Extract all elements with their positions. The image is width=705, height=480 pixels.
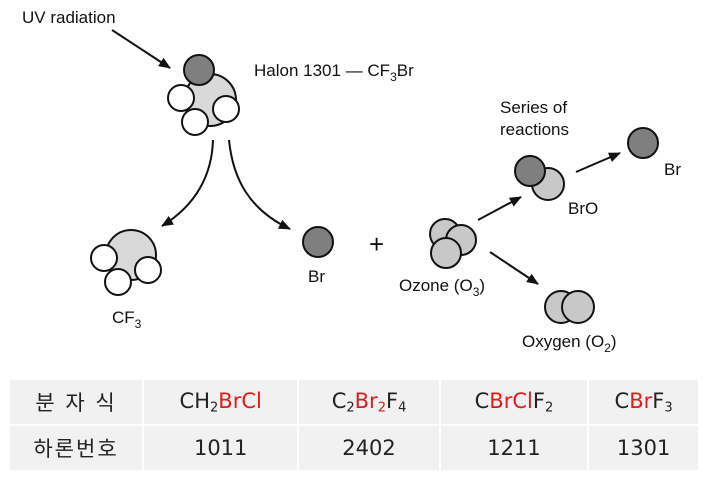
bromine-atom	[302, 226, 334, 258]
formula-part: F	[652, 388, 665, 413]
formula-part: Br	[354, 388, 378, 413]
formula-part: C	[474, 388, 490, 413]
halon-number-cell: 1211	[440, 426, 590, 472]
formula-part: BrCl	[489, 388, 533, 413]
arrow-to-br	[228, 139, 291, 230]
formula-part: C	[331, 388, 347, 413]
halon-number-cell: 1011	[144, 426, 300, 472]
halon-bromine-atom	[183, 54, 215, 86]
bromine-label-right: Br	[664, 160, 681, 179]
arrow-to-oxygen	[489, 251, 539, 285]
halon-number-cell: 2402	[299, 426, 441, 472]
uv-radiation-label: UV radiation	[22, 8, 116, 27]
ozone-depletion-diagram: UV radiation Halon 1301 — CF3Br CF3 Br +…	[22, 8, 681, 355]
bro-molecule	[514, 155, 565, 201]
series-label-line2: reactions	[500, 120, 569, 139]
formula-part: C	[614, 388, 630, 413]
formula-row-header: 분 자 식	[10, 380, 144, 426]
halon-fluorine-atom	[181, 108, 209, 136]
arrow-to-br-right	[575, 152, 621, 173]
bro-label: BrO	[568, 199, 598, 218]
cf3-label: CF3	[112, 308, 142, 331]
series-label-line1: Series of	[500, 98, 567, 117]
bromine-label: Br	[308, 267, 325, 286]
arrow-to-cf3	[161, 139, 214, 227]
formula-part: F	[385, 388, 399, 413]
cf3-fluorine-atom	[90, 244, 118, 272]
formula-subscript: 2	[210, 400, 219, 416]
formula-part: Br	[629, 388, 653, 413]
halon-table: 분 자 식 CH2BrCl C2Br2F4 CBrClF2 CBrF3 하론번호…	[10, 380, 700, 472]
cf3-fluorine-atom	[104, 268, 132, 296]
plus-sign: +	[369, 229, 384, 259]
cf3-fluorine-atom	[134, 256, 162, 284]
ozone-label: Ozone (O3)	[399, 276, 485, 299]
ozone-molecule	[429, 218, 477, 269]
oxygen-atom	[561, 290, 595, 324]
formula-part: F	[532, 388, 545, 413]
halon-number-row-header: 하론번호	[10, 426, 144, 472]
formula-row: 분 자 식 CH2BrCl C2Br2F4 CBrClF2 CBrF3	[10, 380, 700, 426]
arrow-to-bro	[477, 196, 522, 221]
formula-subscript: 2	[377, 400, 386, 416]
halon-number-cell: 1301	[589, 426, 700, 472]
ozone-oxygen-atom	[430, 237, 462, 269]
formula-subscript: 4	[398, 400, 407, 416]
formula-subscript: 2	[544, 400, 554, 416]
cf3-molecule	[90, 229, 162, 296]
halon-fluorine-atom	[167, 84, 195, 112]
bromine-atom-right	[627, 127, 659, 159]
formula-cell: CH2BrCl	[144, 380, 300, 426]
bro-bromine-atom	[514, 155, 546, 187]
halon-molecule	[167, 54, 240, 136]
formula-cell: C2Br2F4	[299, 380, 441, 426]
uv-arrow	[111, 29, 171, 69]
formula-subscript: 2	[346, 400, 355, 416]
halon-label: Halon 1301 — CF3Br	[254, 61, 414, 84]
formula-part: BrCl	[218, 388, 262, 413]
formula-part: CH	[179, 388, 210, 413]
halon-number-row: 하론번호 1011 2402 1211 1301	[10, 426, 700, 472]
formula-subscript: 3	[664, 400, 673, 416]
halon-fluorine-atom	[212, 95, 240, 123]
oxygen-label: Oxygen (O2)	[522, 332, 617, 355]
formula-cell: CBrClF2	[440, 380, 590, 426]
oxygen-molecule	[544, 290, 595, 324]
formula-cell: CBrF3	[589, 380, 700, 426]
